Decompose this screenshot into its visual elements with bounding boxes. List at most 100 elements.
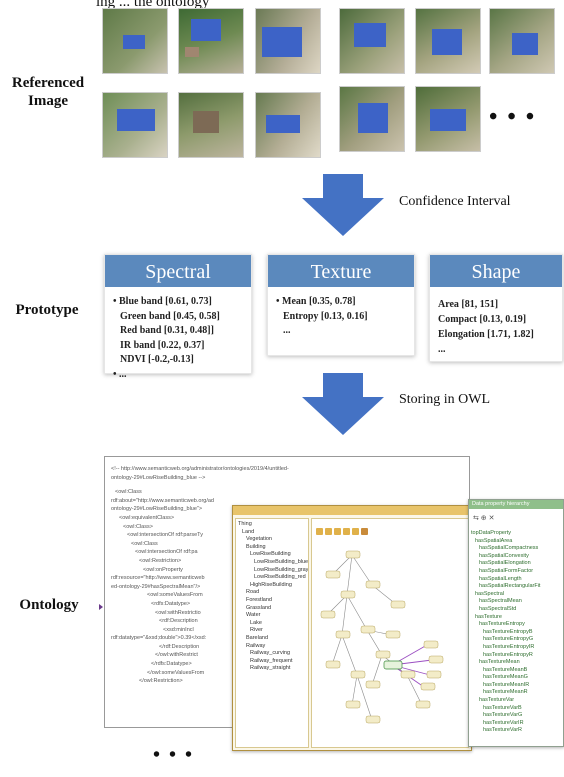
- shape-line: Compact [0.13, 0.19]: [438, 314, 527, 325]
- property-item[interactable]: hasSpatialLength: [479, 575, 522, 582]
- property-item[interactable]: hasSpectral: [475, 590, 505, 597]
- tree-item[interactable]: Bareland: [246, 634, 269, 641]
- tree-item[interactable]: HighRiseBuilding: [250, 581, 292, 588]
- satellite-thumbnail: [178, 92, 244, 158]
- down-arrow-icon: [302, 174, 384, 236]
- spectral-title: Spectral: [105, 255, 251, 287]
- xml-line: </rdf:Description: [159, 643, 200, 650]
- owl-xml-code: <!-- http://www.semanticweb.org/administ…: [111, 465, 289, 686]
- tree-item[interactable]: Grassland: [246, 604, 272, 611]
- ontology-graph: [320, 550, 444, 724]
- satellite-thumbnail: [415, 8, 481, 74]
- xml-line: rdf:datatype="&xsd;double">0.39</xsd:: [111, 635, 207, 642]
- tree-item[interactable]: Vegetation: [246, 536, 272, 543]
- tree-item[interactable]: Road: [246, 589, 260, 596]
- property-item[interactable]: hasSpatialRectangularFit: [479, 583, 541, 590]
- ontology-label: Ontology: [19, 597, 79, 613]
- xml-line: rdf:resource="http://www.semanticweb: [111, 575, 205, 582]
- property-item[interactable]: topDataProperty: [471, 530, 512, 536]
- tree-item[interactable]: Lake: [250, 619, 262, 626]
- property-item[interactable]: hasTextureEntropyR: [483, 651, 533, 658]
- more-images-ellipsis: • • •: [489, 104, 537, 130]
- property-item[interactable]: hasSpatialElongation: [479, 560, 531, 567]
- property-item[interactable]: hasSpatialArea: [475, 537, 513, 544]
- xml-line: <owl:onProperty: [143, 566, 183, 573]
- property-item[interactable]: hasTextureEntropy: [479, 621, 525, 628]
- property-item[interactable]: hasTextureMean: [479, 659, 520, 666]
- tree-item[interactable]: Water: [246, 612, 261, 619]
- tree-item[interactable]: Thing: [238, 521, 252, 527]
- down-arrow-icon: [302, 373, 384, 435]
- texture-values: • Mean [0.35, 0.78] Entropy [0.13, 0.16]…: [276, 295, 368, 339]
- property-item[interactable]: hasSpatialFormFactor: [479, 567, 534, 574]
- property-toolbar-icons[interactable]: ⇆ ⊕ ✕: [473, 515, 495, 522]
- property-item[interactable]: hasSpatialCompactness: [479, 545, 539, 552]
- shape-line: Elongation [1.71, 1.82]: [438, 329, 534, 340]
- xml-line: </owl:withRestrict: [155, 652, 198, 659]
- ontology-graph-view[interactable]: [311, 518, 469, 748]
- spectral-line: Red band [0.31, 0.48]]: [120, 325, 214, 336]
- xml-line: <owl:someValuesFrom: [147, 592, 203, 599]
- texture-line: Entropy [0.13, 0.16]: [283, 310, 368, 322]
- property-item[interactable]: hasTextureMeanR: [483, 689, 528, 696]
- property-item[interactable]: hasSpectralMean: [479, 598, 522, 605]
- shape-box: Shape Area [81, 151] Compact [0.13, 0.19…: [429, 254, 563, 362]
- tree-item[interactable]: Land: [242, 528, 255, 535]
- property-item[interactable]: hasTextureVarR: [483, 727, 523, 734]
- toolbar-icon[interactable]: [352, 528, 359, 535]
- toolbar-icon[interactable]: [316, 528, 323, 535]
- toolbar-icon[interactable]: [325, 528, 332, 535]
- toolbar-icon[interactable]: [361, 528, 368, 535]
- property-item[interactable]: hasTextureEntropyB: [483, 628, 533, 635]
- property-item[interactable]: hasSpectralStd: [479, 605, 517, 612]
- xml-line: <owl:Class: [115, 489, 142, 496]
- graph-toolbar: [316, 522, 370, 540]
- satellite-thumbnail: [102, 92, 168, 158]
- xml-line: ed-ontology-29#hasSpectralMean"/>: [111, 583, 201, 590]
- xml-line: <rdf:Description: [159, 618, 198, 625]
- tree-item[interactable]: LowRiseBuilding_red: [254, 574, 306, 581]
- tree-item[interactable]: LowRiseBuilding: [250, 551, 291, 558]
- xml-line: <xsd:minIncl: [163, 626, 194, 633]
- property-item[interactable]: hasTextureVarB: [483, 704, 522, 711]
- storing-in-owl-label: Storing in OWL: [399, 392, 490, 407]
- property-item[interactable]: hasTextureMeanB: [483, 666, 528, 673]
- property-item[interactable]: hasTextureEntropyG: [483, 636, 534, 643]
- xml-line: <owl:equivalentClass>: [119, 514, 175, 521]
- tree-item[interactable]: Railway_straight: [250, 665, 291, 672]
- protege-window: Thing Land Vegetation Building LowRiseBu…: [232, 505, 472, 751]
- spectral-values: • Blue band [0.61, 0.73] Green band [0.4…: [113, 295, 220, 382]
- spectral-line: Green band [0.45, 0.58]: [120, 310, 220, 322]
- xml-line: <owl:Class>: [123, 523, 153, 530]
- spectral-line: • ...: [113, 368, 127, 380]
- property-item[interactable]: hasTextureEntropyIR: [483, 643, 535, 650]
- tree-item[interactable]: LowRiseBuilding_blue: [254, 558, 309, 565]
- texture-title: Texture: [268, 255, 414, 287]
- tree-item[interactable]: Forestland: [246, 596, 272, 603]
- satellite-thumbnail: [178, 8, 244, 74]
- property-item[interactable]: hasTextureVarIR: [483, 719, 524, 726]
- tree-item[interactable]: Railway: [246, 642, 266, 649]
- tree-item[interactable]: Railway_curving: [250, 650, 291, 657]
- satellite-thumbnail: [339, 8, 405, 74]
- property-item[interactable]: hasTextureMeanG: [483, 674, 528, 681]
- texture-line: • Mean [0.35, 0.78]: [276, 296, 356, 307]
- class-hierarchy-tree[interactable]: Thing Land Vegetation Building LowRiseBu…: [235, 518, 309, 748]
- property-item[interactable]: hasTextureVarG: [483, 712, 523, 719]
- xml-line: <owl:Class: [131, 540, 158, 547]
- xml-line: </owl:Restriction>: [139, 678, 183, 685]
- property-item[interactable]: hasSpatialConvexity: [479, 552, 529, 559]
- tree-item[interactable]: Railway_frequent: [250, 657, 293, 664]
- toolbar-icon[interactable]: [334, 528, 341, 535]
- xml-line: </rdfs:Datatype>: [151, 661, 192, 668]
- property-item[interactable]: hasTextureVar: [479, 697, 515, 704]
- property-item[interactable]: hasTexture: [475, 613, 502, 620]
- tree-item[interactable]: LowRiseBuilding_gray: [254, 566, 309, 573]
- toolbar-icon[interactable]: [343, 528, 350, 535]
- property-item[interactable]: hasTextureMeanIR: [483, 681, 530, 688]
- data-property-tree[interactable]: topDataProperty hasSpatialArea hasSpatia…: [471, 530, 540, 735]
- tree-item[interactable]: River: [250, 627, 263, 634]
- header-fragment: ing ... the ontology: [96, 0, 210, 10]
- shape-values: Area [81, 151] Compact [0.13, 0.19] Elon…: [438, 297, 534, 357]
- tree-item[interactable]: Building: [246, 543, 266, 550]
